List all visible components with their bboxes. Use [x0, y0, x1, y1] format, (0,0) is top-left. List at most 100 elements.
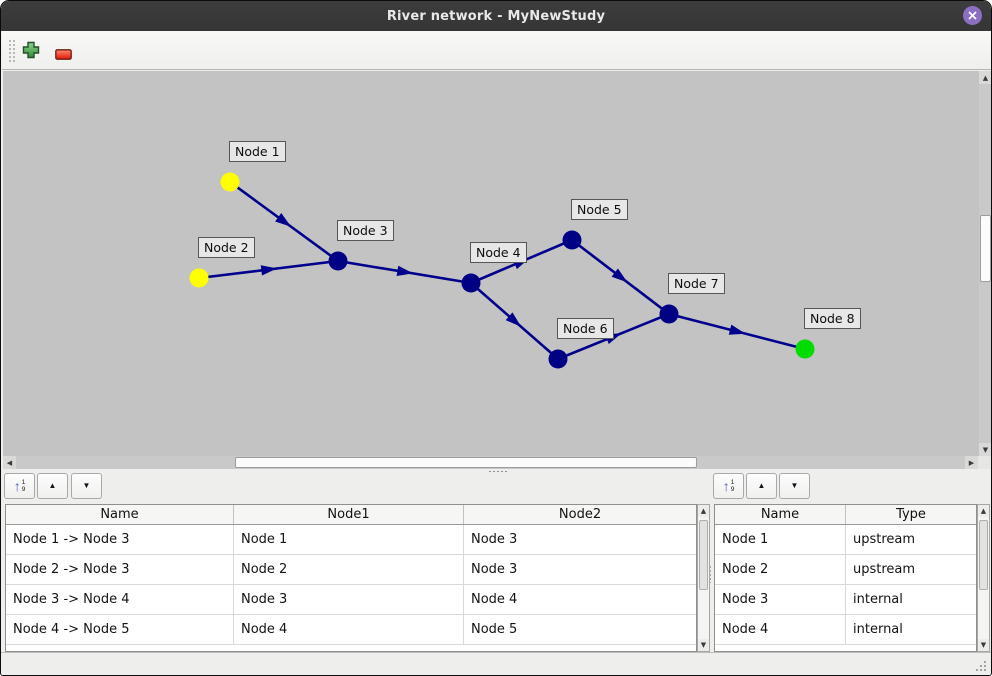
column-header[interactable]: Node2	[558, 507, 602, 522]
network-node[interactable]	[548, 349, 568, 369]
node-label[interactable]: Node 8	[804, 308, 861, 329]
vertical-splitter-handle[interactable]	[708, 565, 712, 583]
node-label[interactable]: Node 1	[229, 141, 286, 162]
minus-icon	[55, 49, 72, 60]
scroll-up-icon[interactable]: ▲	[698, 505, 709, 517]
table-row[interactable]: Node 3 internal	[715, 585, 976, 615]
scroll-left-icon[interactable]: ◀	[3, 456, 16, 469]
table-cell[interactable]: Node 2	[234, 555, 464, 584]
table-row-partial	[6, 645, 696, 651]
edge-arrow-icon	[611, 268, 628, 283]
edge-arrow-icon	[260, 265, 278, 276]
column-header[interactable]: Name	[715, 505, 846, 524]
scroll-down-icon[interactable]: ▼	[979, 443, 991, 456]
scroll-up-icon[interactable]: ▲	[978, 505, 989, 517]
edges-move-up-button[interactable]: ▲	[37, 473, 68, 499]
table-cell[interactable]: Node 4 -> Node 5	[6, 615, 234, 644]
sort-ascending-icon: ↑ 1 9	[13, 478, 26, 494]
toolbar-drag-handle[interactable]	[8, 39, 16, 63]
canvas-vertical-scrollbar[interactable]: ▲ ▼	[979, 71, 991, 456]
table-cell[interactable]: Node 4	[234, 615, 464, 644]
column-header[interactable]: Type	[896, 507, 926, 522]
table-cell[interactable]: Node 3 -> Node 4	[6, 585, 234, 614]
edges-table-scrollbar[interactable]: ▲ ▼	[697, 504, 710, 652]
table-cell[interactable]: upstream	[853, 562, 916, 577]
nodes-table-header: Name Type	[715, 505, 976, 525]
network-node[interactable]	[562, 230, 582, 250]
scroll-up-icon[interactable]: ▲	[979, 71, 991, 84]
node-label[interactable]: Node 5	[571, 199, 628, 220]
table-row[interactable]: Node 2 upstream	[715, 555, 976, 585]
network-node[interactable]	[659, 304, 679, 324]
horizontal-splitter-handle[interactable]	[488, 470, 509, 473]
node-label[interactable]: Node 7	[668, 273, 725, 294]
triangle-down-icon: ▼	[790, 481, 799, 490]
scrollbar-thumb[interactable]	[979, 520, 988, 590]
triangle-up-icon: ▲	[48, 481, 57, 490]
window-title: River network - MyNewStudy	[386, 8, 606, 24]
column-header[interactable]: Node1	[234, 505, 464, 524]
node-label[interactable]: Node 2	[198, 237, 255, 258]
scroll-right-icon[interactable]: ▶	[965, 456, 978, 469]
table-cell[interactable]: Node 1	[715, 525, 846, 554]
resize-grip[interactable]	[974, 659, 986, 671]
table-cell[interactable]: Node 2	[715, 555, 846, 584]
scrollbar-thumb[interactable]	[699, 520, 708, 590]
network-node[interactable]	[461, 273, 481, 293]
horizontal-scrollbar-thumb[interactable]	[235, 457, 697, 468]
network-node[interactable]	[220, 172, 240, 192]
remove-button[interactable]	[55, 48, 72, 60]
table-cell[interactable]: Node 1	[234, 525, 464, 554]
edge-arrow-icon	[275, 213, 292, 227]
scrollbar-corner	[978, 456, 991, 469]
table-row[interactable]: Node 1 upstream	[715, 525, 976, 555]
table-cell[interactable]: Node 2 -> Node 3	[6, 555, 234, 584]
node-label[interactable]: Node 6	[557, 318, 614, 339]
table-cell[interactable]: Node 3	[471, 562, 518, 577]
scroll-down-icon[interactable]: ▼	[978, 639, 989, 651]
table-cell[interactable]: Node 4	[471, 592, 518, 607]
canvas-horizontal-scrollbar[interactable]: ◀ ▶	[3, 456, 978, 469]
table-cell[interactable]: Node 3	[715, 585, 846, 614]
close-icon	[968, 11, 977, 20]
network-node[interactable]	[189, 268, 209, 288]
edge-arrow-icon	[396, 265, 414, 276]
table-cell[interactable]: upstream	[853, 532, 916, 547]
nodes-table-scrollbar[interactable]: ▲ ▼	[977, 504, 990, 652]
vertical-scrollbar-thumb[interactable]	[980, 215, 991, 282]
table-cell[interactable]: Node 4	[715, 615, 846, 644]
edges-move-down-button[interactable]: ▼	[71, 473, 102, 499]
nodes-sort-button[interactable]: ↑ 1 9	[713, 473, 744, 499]
table-cell[interactable]: Node 3	[471, 532, 518, 547]
table-row[interactable]: Node 4 internal	[715, 615, 976, 645]
table-cell[interactable]: Node 5	[471, 622, 518, 637]
node-label[interactable]: Node 3	[337, 220, 394, 241]
add-button[interactable]	[22, 41, 40, 59]
column-header[interactable]: Name	[6, 505, 234, 524]
edge-arrow-icon	[728, 324, 746, 335]
close-button[interactable]	[963, 6, 982, 25]
node-label[interactable]: Node 4	[470, 242, 527, 263]
nodes-move-up-button[interactable]: ▲	[746, 473, 777, 499]
table-cell[interactable]: internal	[853, 622, 903, 637]
nodes-move-down-button[interactable]: ▼	[779, 473, 810, 499]
table-cell[interactable]: internal	[853, 592, 903, 607]
network-node[interactable]	[795, 339, 815, 359]
titlebar[interactable]: River network - MyNewStudy	[1, 1, 991, 31]
table-cell[interactable]: Node 3	[234, 585, 464, 614]
network-node[interactable]	[328, 251, 348, 271]
edges-sort-button[interactable]: ↑ 1 9	[4, 473, 35, 499]
scroll-down-icon[interactable]: ▼	[698, 639, 709, 651]
main-toolbar	[2, 31, 991, 70]
table-cell[interactable]: Node 1 -> Node 3	[6, 525, 234, 554]
network-canvas[interactable]: Node 1 Node 2 Node 3 Node 4 Node 5 Node 6 Node…	[3, 71, 979, 456]
